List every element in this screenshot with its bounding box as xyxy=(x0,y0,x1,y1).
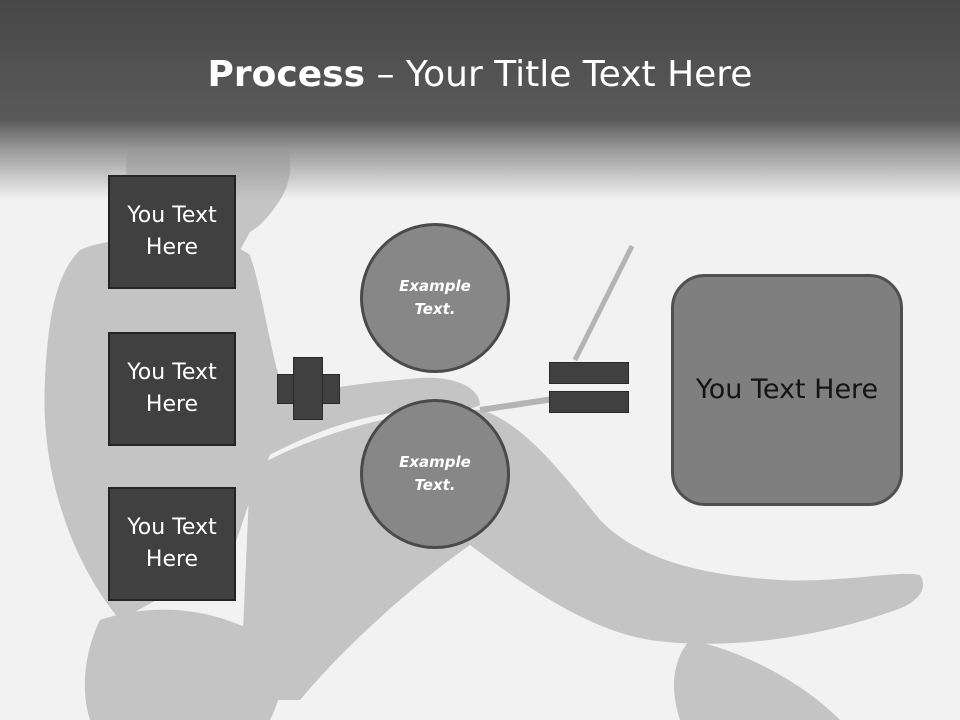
text-box-1-label: You Text Here xyxy=(127,203,217,260)
result-box-label: You Text Here xyxy=(695,374,879,405)
example-circle-1: Example Text. xyxy=(360,223,510,373)
title-dash: – xyxy=(365,54,406,95)
example-circle-1-label: Example Text. xyxy=(399,277,471,318)
result-box: You Text Here xyxy=(671,274,903,506)
text-box-3-label: You Text Here xyxy=(127,515,217,572)
text-box-1: You Text Here xyxy=(108,175,236,289)
text-box-3: You Text Here xyxy=(108,487,236,601)
title-bold: Process xyxy=(207,54,366,95)
example-circle-2: Example Text. xyxy=(360,399,510,549)
title-rest: Your Title Text Here xyxy=(405,54,753,95)
equals-icon-bottom-bar xyxy=(549,391,629,413)
slide-title: Process – Your Title Text Here xyxy=(0,52,960,98)
text-box-2: You Text Here xyxy=(108,332,236,446)
example-circle-2-label: Example Text. xyxy=(399,453,471,494)
plus-icon-vertical-bar xyxy=(293,357,323,420)
title-band xyxy=(0,0,960,200)
equals-icon-top-bar xyxy=(549,362,629,384)
text-box-2-label: You Text Here xyxy=(127,360,217,417)
